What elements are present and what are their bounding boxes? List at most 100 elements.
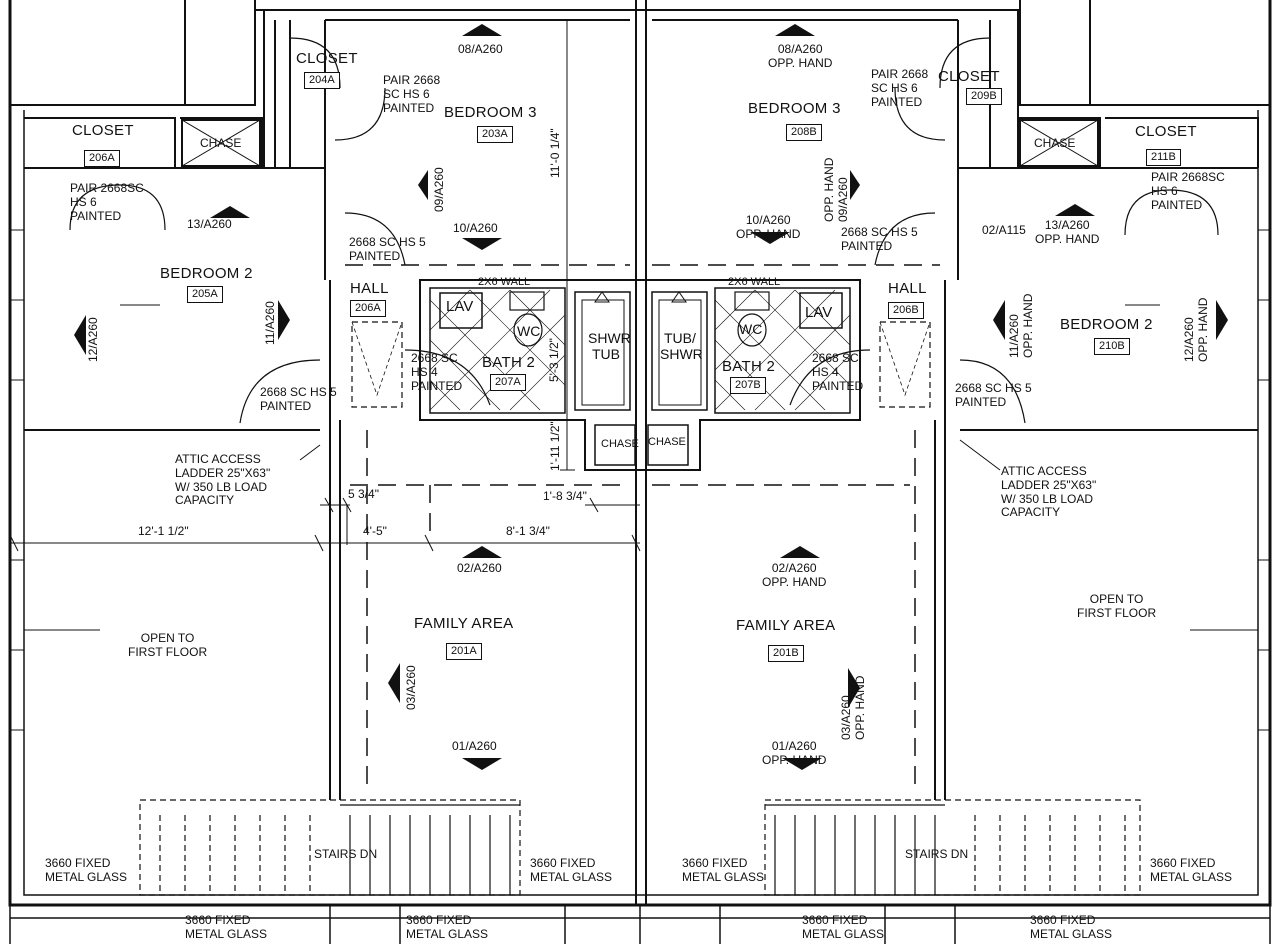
tub-b-inner [658,299,702,406]
section-markers [74,24,1228,770]
bath-a-inner [429,287,566,414]
shwr-tub-label-2: TUB [592,346,620,362]
elev-ref-03-a: 03/A260 [404,665,418,710]
lav-b: LAV [805,304,833,321]
chase-label-c: CHASE [601,438,639,450]
room-name-hall-a: HALL [350,280,389,297]
room-tag-bedroom3-a: 203A [477,126,513,143]
exterior-wall-inner [23,110,1259,896]
room-name-family-a: FAMILY AREA [414,615,514,632]
chase-label-b: CHASE [1034,136,1076,150]
chase-b [1019,119,1099,167]
room-name-bedroom2-a: BEDROOM 2 [160,265,253,282]
tile-hatch-a [429,289,566,411]
dashed-outline-a [345,264,630,790]
bath-b-inner [714,287,851,414]
chase-label-a: CHASE [200,136,242,150]
wall-2x6-b: 2X6 WALL [728,276,781,288]
wall-top-right [640,0,1270,169]
side-windows [10,229,1270,731]
room-tag-closet-209b: 209B [966,88,1002,105]
chase-label-d: CHASE [648,436,686,448]
room-tag-closet-204a: 204A [304,72,340,89]
chase-d [647,424,689,466]
tub-shwr-label-1: TUB/ [664,330,696,346]
lav-a: LAV [446,298,474,315]
room-tag-family-a: 201A [446,643,482,660]
elev-ref-11-a: 11/A260 [263,301,277,345]
dimension-8-1: 8'-1 3/4" [506,524,550,538]
dimension-5-3: 5'-3 1/2" [547,338,561,382]
shwr-tub-label-1: SHWR [588,330,631,346]
elev-ref-09-a: 09/A260 [432,167,446,212]
room-name-bedroom3-b: BEDROOM 3 [748,100,841,117]
dimension-lines [9,20,641,552]
room-tag-closet-211b: 211B [1146,149,1181,166]
room-tag-bath2-a: 207A [490,374,526,391]
wall-top-left [10,0,640,169]
room-name-bath2-b: BATH 2 [722,358,776,375]
room-tag-closet-206a: 206A [84,150,120,167]
room-name-bath2-a: BATH 2 [482,354,536,371]
dimension-5-3-4: 5 3/4" [348,487,379,501]
room-tag-bedroom2-a: 205A [187,286,223,303]
room-tag-hall-b: 206B [888,302,924,319]
room-name-closet-209b: CLOSET [938,68,1000,85]
wc-b: WC [739,321,763,337]
stairs-dn-a: STAIRS DN [314,847,378,861]
stairs-a [139,799,521,896]
door-swing [69,37,1219,424]
room-name-closet-204a: CLOSET [296,50,358,67]
room-tag-bedroom2-b: 210B [1094,338,1130,355]
party-wall [635,0,647,905]
elev-ref-10-a: 10/A260 [453,221,498,235]
room-tag-bath2-b: 207B [730,377,766,394]
room-name-closet-206a: CLOSET [72,122,134,139]
bedroom2-b-wall [958,117,1259,431]
room-name-bedroom3-a: BEDROOM 3 [444,104,537,121]
wall-2x6-a: 2X6 WALL [478,276,531,288]
room-name-hall-b: HALL [888,280,927,297]
elev-ref-08-a: 08/A260 [458,42,503,56]
tub-a-inner [581,299,625,406]
dashed-outline-b [652,264,940,790]
chase-c [594,424,636,466]
room-name-bedroom2-b: BEDROOM 2 [1060,316,1153,333]
elev-ref-12-a: 12/A260 [86,317,100,362]
tub-shwr-label-2: SHWR [660,346,703,362]
elev-ref-02-a115: 02/A115 [982,223,1026,237]
wc-a: WC [517,323,541,339]
stairs-dn-b: STAIRS DN [905,847,969,861]
dimension-11-0: 11'-0 1/4" [548,128,562,178]
bath-block-wall [329,279,861,800]
room-tag-bedroom3-b: 208B [786,124,822,141]
room-name-family-b: FAMILY AREA [736,617,836,634]
